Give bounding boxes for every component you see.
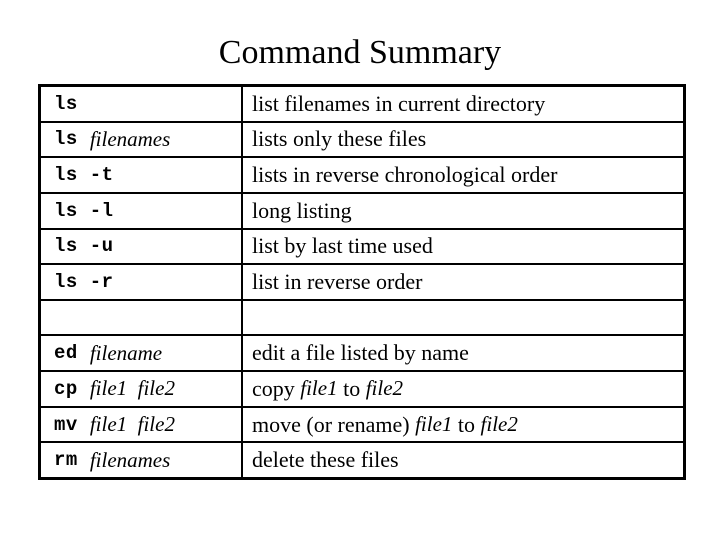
command-cell: ls -l — [41, 193, 243, 228]
table-row: ls -t lists in reverse chronological orde… — [41, 158, 683, 194]
command-text: rm — [54, 449, 78, 472]
table-row — [41, 300, 683, 337]
description-text: lists only these files — [252, 126, 427, 152]
argument-text: file1 — [415, 412, 453, 437]
table-row: ls list filenames in current directory — [41, 87, 683, 123]
description-cell: move (or rename) file1 to file2 — [243, 408, 683, 442]
command-cell: ed filename — [41, 336, 243, 371]
command-text: ed — [54, 342, 78, 365]
command-text: ls — [54, 128, 78, 151]
command-cell: ls -r — [41, 265, 243, 299]
description-text: edit a file listed by name — [252, 340, 469, 366]
argument-text: filename — [89, 340, 163, 365]
argument-text: file1 file2 — [89, 376, 175, 401]
description-cell: list filenames in current directory — [243, 87, 683, 121]
description-cell: lists in reverse chronological order — [243, 158, 683, 192]
description-cell: delete these files — [243, 443, 683, 477]
table-row: ls -r list in reverse order — [41, 265, 683, 301]
argument-text: file1 file2 — [89, 412, 175, 437]
description-text: to — [337, 375, 366, 401]
table-row: ls -l long listing — [41, 193, 683, 230]
command-cell: ls — [41, 87, 243, 121]
description-text: to — [452, 411, 481, 437]
argument-text: file1 — [300, 376, 338, 401]
argument-text: file2 — [480, 412, 518, 437]
argument-text: file2 — [365, 376, 404, 401]
description-text: lists in reverse chronological order — [252, 162, 558, 188]
command-cell: ls filenames — [41, 122, 243, 157]
description-cell: lists only these files — [243, 123, 683, 157]
command-cell — [41, 300, 243, 335]
argument-text: filenames — [89, 126, 171, 151]
command-text: ls -r — [54, 271, 114, 294]
description-cell: list by last time used — [243, 230, 683, 264]
description-text: delete these files — [252, 447, 399, 473]
command-cell: mv file1 file2 — [41, 407, 243, 442]
argument-text: filenames — [89, 447, 171, 472]
command-text: ls -u — [54, 235, 114, 258]
command-text: ls — [54, 92, 78, 115]
command-cell: cp file1 file2 — [41, 372, 243, 406]
description-text: copy — [252, 375, 301, 401]
command-text: mv — [54, 413, 78, 436]
description-text: list by last time used — [252, 233, 433, 259]
description-text: move (or rename) — [252, 411, 416, 437]
table-row: ls -u list by last time used — [41, 229, 683, 266]
description-text: list in reverse order — [252, 269, 423, 295]
description-cell: copy file1 to file2 — [243, 372, 683, 406]
command-cell: rm filenames — [41, 443, 243, 478]
command-cell: ls -t — [41, 158, 243, 192]
description-text: list filenames in current directory — [252, 90, 546, 116]
description-text: long listing — [252, 197, 352, 223]
table-row: ls filenames lists only these files — [41, 122, 683, 159]
command-text: cp — [54, 377, 78, 400]
page-title: Command Summary — [218, 34, 502, 71]
table-row: ed filename edit a file listed by name — [41, 336, 683, 373]
command-text: ls -l — [54, 199, 114, 222]
command-text: ls -t — [54, 164, 114, 187]
description-cell: long listing — [243, 194, 683, 228]
description-cell: list in reverse order — [243, 265, 683, 299]
table-row: rm filenames delete these files — [41, 443, 683, 478]
command-cell: ls -u — [41, 229, 243, 264]
description-cell: edit a file listed by name — [243, 336, 683, 370]
description-cell — [243, 301, 683, 335]
